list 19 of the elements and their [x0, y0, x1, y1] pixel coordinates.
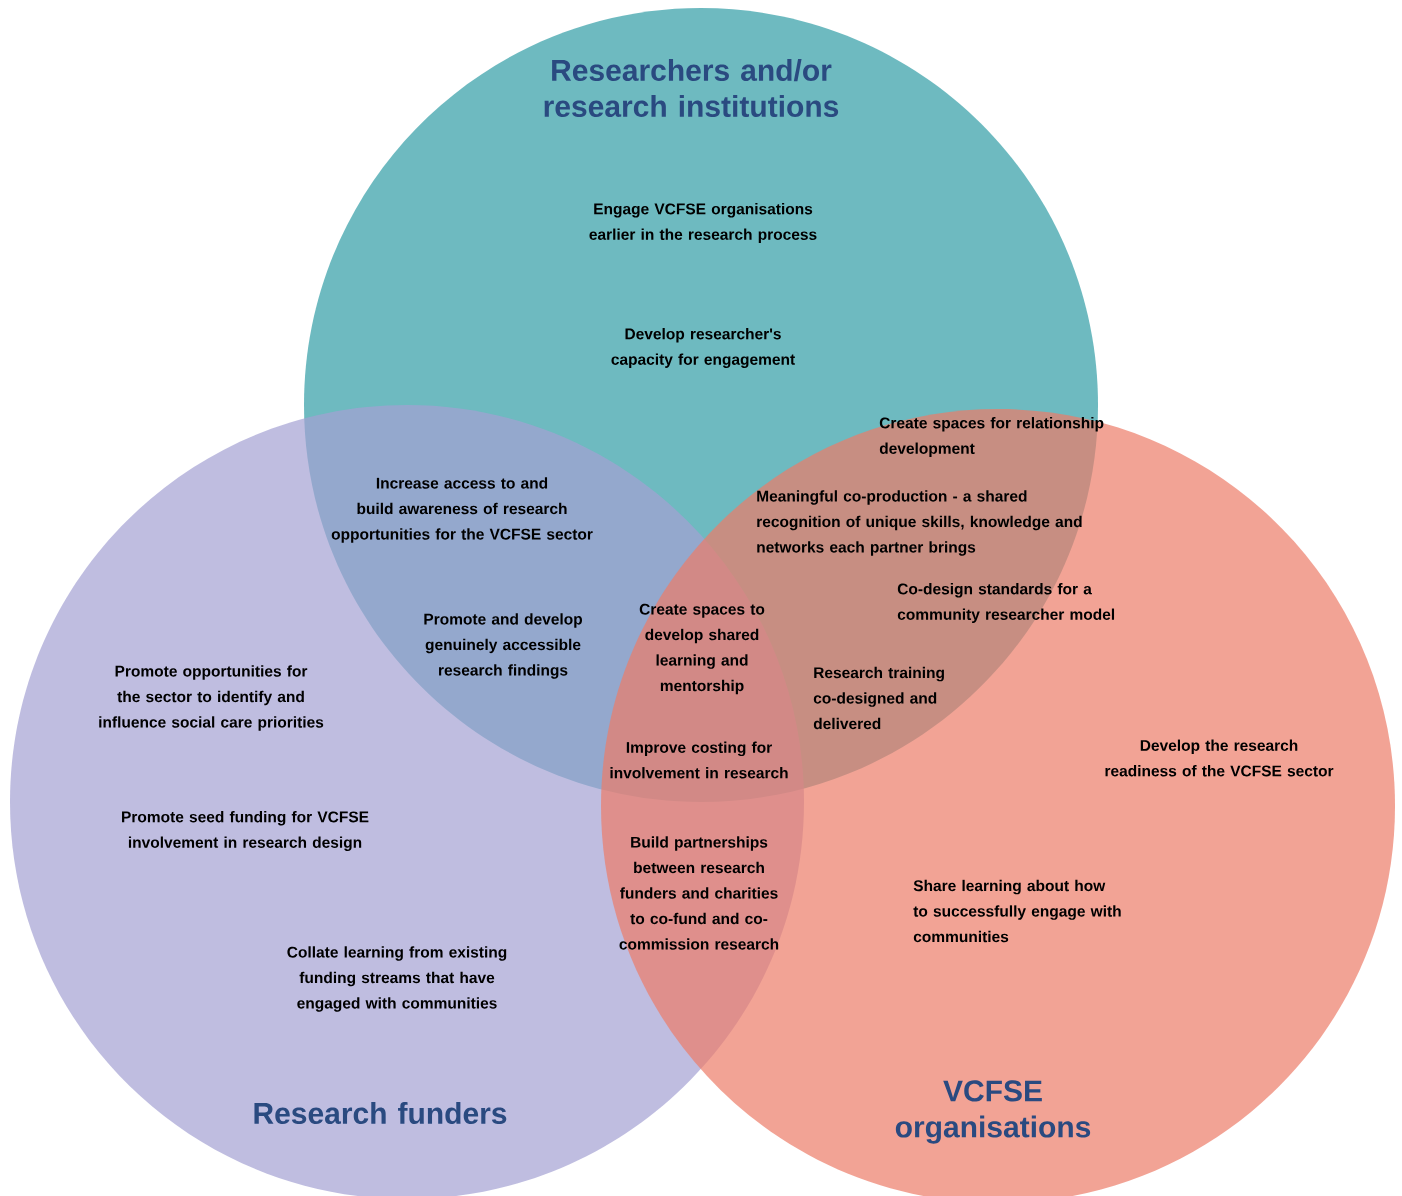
region-text: Improve costing for involvement in research — [610, 741, 788, 779]
region-text: Promote seed funding for VCFSE involvement in research design — [122, 811, 369, 851]
region-text: Build partnerships between research funders and charities to co-fund and co-commission research — [619, 836, 779, 950]
region-text: Co-design standards for a community researcher model — [897, 583, 1115, 623]
region-text: Create spaces for relationship development — [879, 417, 1104, 457]
region-text: Develop the research readiness of the VCFSE sector — [1105, 739, 1334, 777]
circle-heading: Research funders — [254, 1102, 507, 1125]
circle-heading: Researchers and/or research institutions — [544, 59, 839, 117]
region-text: Develop researcher's capacity for engagement — [611, 328, 795, 368]
region-text: Promote and develop genuinely accessible research findings — [424, 613, 582, 679]
region-text: Create spaces to develop shared learning and mentorship — [639, 603, 765, 695]
region-text: Engage VCFSE organisations earlier in the research process — [589, 203, 817, 243]
region-text: Promote opportunities for the sector to identify and influence social care priorities — [99, 665, 324, 731]
region-text: Increase access to and build awareness of research opportunities for the VCFSE sector — [331, 477, 593, 543]
region-text: Collate learning from existing funding streams that have engaged with communities — [287, 946, 507, 1012]
circle-heading: VCFSE organisations — [895, 1080, 1091, 1144]
region-text: Research training co-designed and delivered — [813, 666, 944, 730]
region-text: Meaningful co-production - a shared recognition of unique skills, knowledge and networks each partner brings — [757, 490, 1082, 556]
region-text: Share learning about how to successfully engage with communities — [913, 879, 1121, 943]
